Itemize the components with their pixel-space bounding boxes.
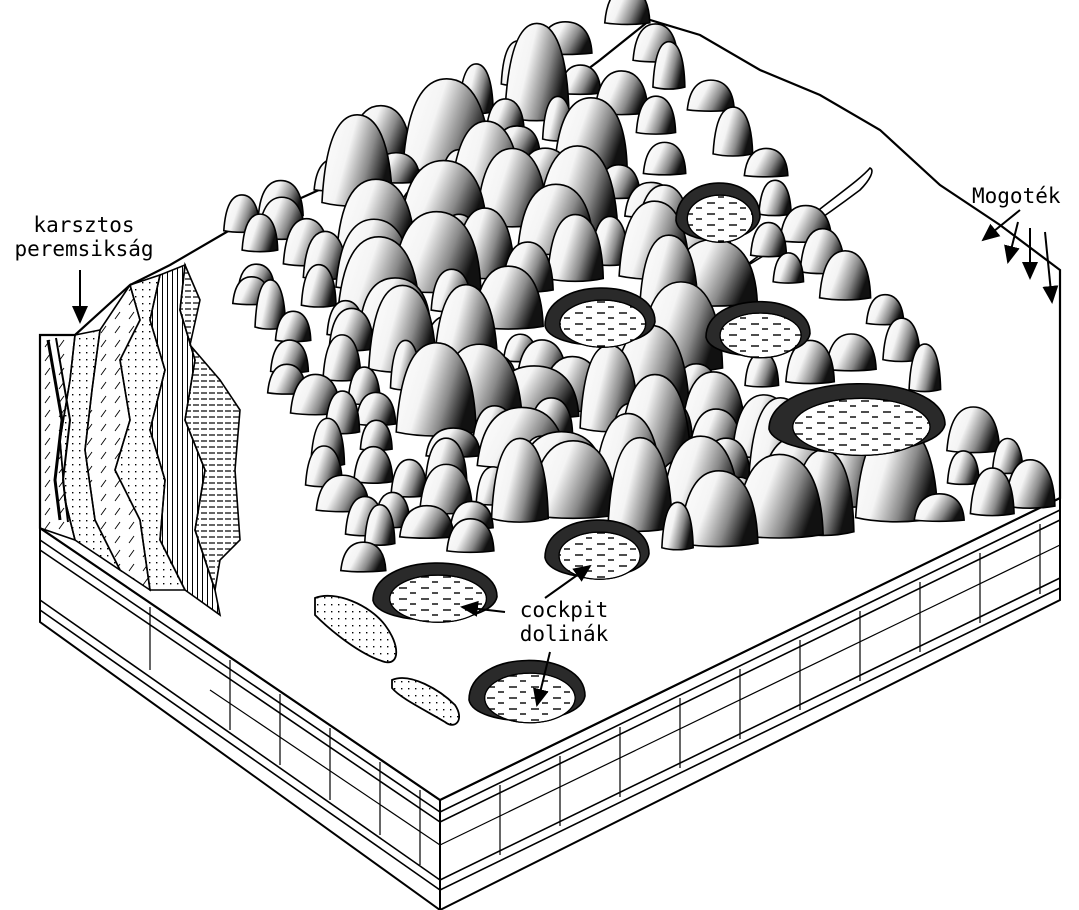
mogote-hill [241,213,279,253]
mogote-hill [908,343,942,393]
doline-floor [389,574,488,623]
mogote-hill [446,518,495,554]
doline-floor [558,531,641,580]
sediment-patches [314,594,460,726]
mogote-hill [661,501,694,551]
mogote-hill [749,221,788,258]
mogote-hill [418,463,474,515]
mogote-hill [882,317,922,363]
mogote-hill [289,373,342,416]
block-side-faces [39,496,1061,910]
mogote-hill [322,334,362,382]
mogote-hill [254,279,287,330]
mogote-hill [398,504,455,540]
mogote-hill [652,40,686,90]
karst-plain-label: karsztos peremsikság [2,213,166,261]
mogote-hill [490,437,550,523]
doline-floor [792,397,931,457]
mogote-hills [222,0,1056,573]
mogotes-label: Mogoték [972,184,1061,208]
mogote-hill [339,541,387,573]
mogote-hill [946,450,981,486]
mogote-hill [603,0,651,26]
cockpit-dolines [372,182,946,724]
karst-plain-strata [39,261,241,617]
arrow-mogote-1 [981,209,1021,242]
mogote-hill [969,467,1015,517]
mogote-hill [825,333,877,372]
mogote-hill [712,106,754,157]
cockpit-label-line2: dolinák [519,622,609,646]
doline-floor [719,312,802,359]
karst-plain-label-line2: peremsikság [14,237,154,261]
mogote-hill [818,249,872,301]
mogote-hill [686,79,736,112]
mogote-hill [744,352,780,388]
mogote-hill [743,147,789,178]
arrow-cockpit-2 [544,564,592,599]
doline-floor [559,299,647,348]
mogote-hill [991,437,1024,475]
label-arrows [72,209,1059,707]
mogote-hill [635,95,677,135]
arrow-mogote-2 [1004,221,1020,264]
karst-plain-label-line1: karsztos [33,213,135,237]
mogote-hill [913,492,965,523]
doline-floor [686,194,754,243]
mogote-hill [865,293,905,326]
mogote-hill [607,436,673,533]
mogote-hill [390,458,429,498]
doline-floor [484,672,576,724]
mogote-hill [1004,459,1056,509]
arrow-cockpit-1 [460,600,506,617]
mogote-hill [558,64,602,96]
mogote-hill [734,453,824,539]
mogote-hill [946,406,1001,454]
cockpit-dolines-label: cockpit dolinák [505,598,623,646]
mogote-hill [772,252,805,284]
mogote-hill [353,445,394,484]
mogote-hill [678,469,759,548]
mogote-hill [642,141,687,176]
mogote-hill [528,440,618,520]
mogote-hill [546,213,605,283]
mogote-hill [363,503,396,546]
arrow-mogote-4 [1042,231,1059,304]
mogote-hill [300,263,337,308]
mogote-hill [503,22,570,122]
mogote-hill [758,179,792,217]
cockpit-label-line1: cockpit [519,598,609,622]
arrow-cockpit-3 [533,651,551,707]
